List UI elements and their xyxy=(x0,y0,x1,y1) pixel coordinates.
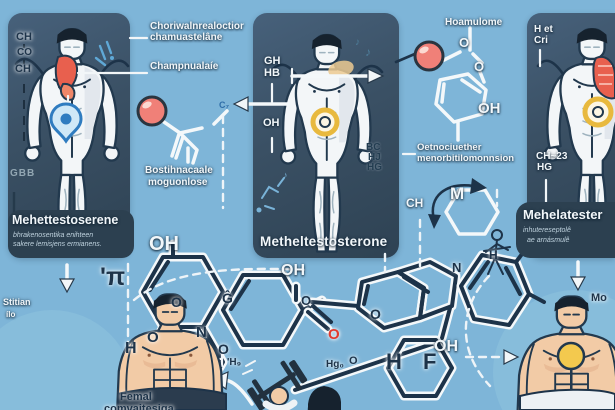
left-caption-sub2: sakere lemisjens ermianens. xyxy=(13,241,102,248)
music-note-icon: ♪ xyxy=(365,45,371,59)
arrow-down-left-icon xyxy=(58,263,76,294)
music-note-icon: ♪ xyxy=(283,170,288,180)
mid-chem-oh: OH xyxy=(263,117,280,129)
gbb-label: GBB xyxy=(10,168,36,179)
chem-m1: M xyxy=(450,184,465,203)
dashed-arrow-right-icon xyxy=(464,349,520,365)
right-chem-het: H et xyxy=(534,24,553,35)
middle-caption-title: Metheltestosterone xyxy=(260,234,388,249)
stitian-sub-label: ílo xyxy=(6,310,16,319)
right-chem-cri: Cri xyxy=(534,35,548,46)
arrow-left-icon xyxy=(232,96,292,112)
chromene-structure xyxy=(290,257,461,395)
mo-label: Mo xyxy=(591,292,607,304)
pin-organ-icon xyxy=(49,94,83,144)
chem-o3: O xyxy=(218,341,229,357)
chem-o1: O xyxy=(171,294,182,310)
receptor-callout-line1: Choriwalnrealoctior xyxy=(150,21,244,32)
chem-hf-h: H xyxy=(386,349,402,374)
mid-right-bc: BC xyxy=(366,142,381,153)
chem-o2: O xyxy=(147,329,159,346)
anatomy-figure-middle xyxy=(279,33,374,253)
chem-hf-f: F xyxy=(423,349,437,374)
molecule-doodle xyxy=(256,177,285,213)
chem-g1: Ĝ xyxy=(222,290,233,306)
chem-o4: O xyxy=(301,293,312,308)
rib-organ-right xyxy=(592,56,615,100)
curved-arrow xyxy=(428,178,487,229)
female-label-line1: Femal xyxy=(120,391,152,403)
chem-o7: O xyxy=(459,35,470,50)
chem-h9: 'H₉ xyxy=(227,357,242,368)
chem-o8: O xyxy=(474,59,485,74)
right-chem-hg: HG xyxy=(537,162,552,173)
female-label-line2: comvaitesiga xyxy=(104,403,174,410)
pi-glyph: 'π xyxy=(100,263,126,291)
stick-figure-doodle xyxy=(483,229,511,275)
arrow-right-icon xyxy=(290,67,385,85)
chem-o-red: O xyxy=(328,326,340,343)
mid-right-hg: HG xyxy=(367,162,382,173)
hand-holding xyxy=(242,360,298,410)
chem-label-stack-3: CH xyxy=(15,63,31,75)
molecule-callout-line1: Bostihnacaale xyxy=(145,165,213,176)
right-chem-ch23: CH~23 xyxy=(536,151,568,162)
hormone-callout: Hoamulome xyxy=(445,17,503,28)
head-bottom-center xyxy=(307,386,341,410)
chem-n2: N xyxy=(452,260,462,275)
mid-chem-gh: GH xyxy=(264,55,281,67)
chem-oh4: OH xyxy=(478,100,501,117)
mid-right-hj: HJ xyxy=(368,152,381,163)
chem-o6: O xyxy=(349,355,358,367)
right-caption-title: Mehelatester xyxy=(523,207,603,222)
c7-label: C₇ xyxy=(219,100,230,110)
small-molecule-structure xyxy=(136,95,229,165)
left-caption-sub1: bhrakenosentika enihteen xyxy=(13,232,94,239)
arrow-down-right-icon xyxy=(569,260,587,292)
ether-callout-line2: menorbitilomonnsion xyxy=(417,153,515,164)
shorts-right xyxy=(519,388,615,410)
chem-oh-big: OH xyxy=(149,233,179,255)
chem-label-stack-2: CO xyxy=(17,47,32,58)
liver-organ-icon xyxy=(54,54,79,101)
right-caption-sub1: inhutereseptolê xyxy=(523,227,571,234)
chem-n1: N xyxy=(196,324,207,341)
shorts-left xyxy=(117,387,227,410)
chem-o5: O xyxy=(370,306,381,322)
hormone-structure xyxy=(394,26,488,142)
chem-oh2: OH xyxy=(281,262,305,279)
mid-chem-hb: HB xyxy=(264,67,280,79)
receptor-callout-line3: Champnualaíe xyxy=(150,61,219,72)
music-note-icon: ♪ xyxy=(355,37,360,48)
paint-splash xyxy=(94,40,114,67)
pelvis-ring-right xyxy=(582,96,614,128)
chest-medal-icon xyxy=(556,341,586,390)
left-caption-title: Mehettestoserene xyxy=(12,213,119,227)
chem-hgo: Hg₀ xyxy=(326,359,344,370)
receptor-callout-line2: chamuastelâne xyxy=(150,32,223,43)
right-caption-sub2: ae arnásmulê xyxy=(527,237,570,244)
right-caption-bubble xyxy=(516,202,615,258)
chem-ch1: CH xyxy=(406,196,424,210)
stitian-label: Stitian xyxy=(3,297,31,307)
chem-h1: H xyxy=(125,340,137,357)
ether-callout-line1: Oetnociuether xyxy=(417,142,482,153)
chem-h2: H xyxy=(489,248,498,262)
chem-oh3: OH xyxy=(434,338,458,355)
m-ring-structure xyxy=(444,188,500,236)
hf-ring-structure xyxy=(383,335,457,401)
chest-highlight-middle xyxy=(328,60,354,78)
pelvis-ring-middle xyxy=(310,107,340,137)
leader-lines xyxy=(76,36,417,156)
molecule-callout-line2: moguonlose xyxy=(148,177,208,188)
left-caption-bubble xyxy=(8,210,134,258)
chem-label-stack-1: CH xyxy=(16,31,32,43)
